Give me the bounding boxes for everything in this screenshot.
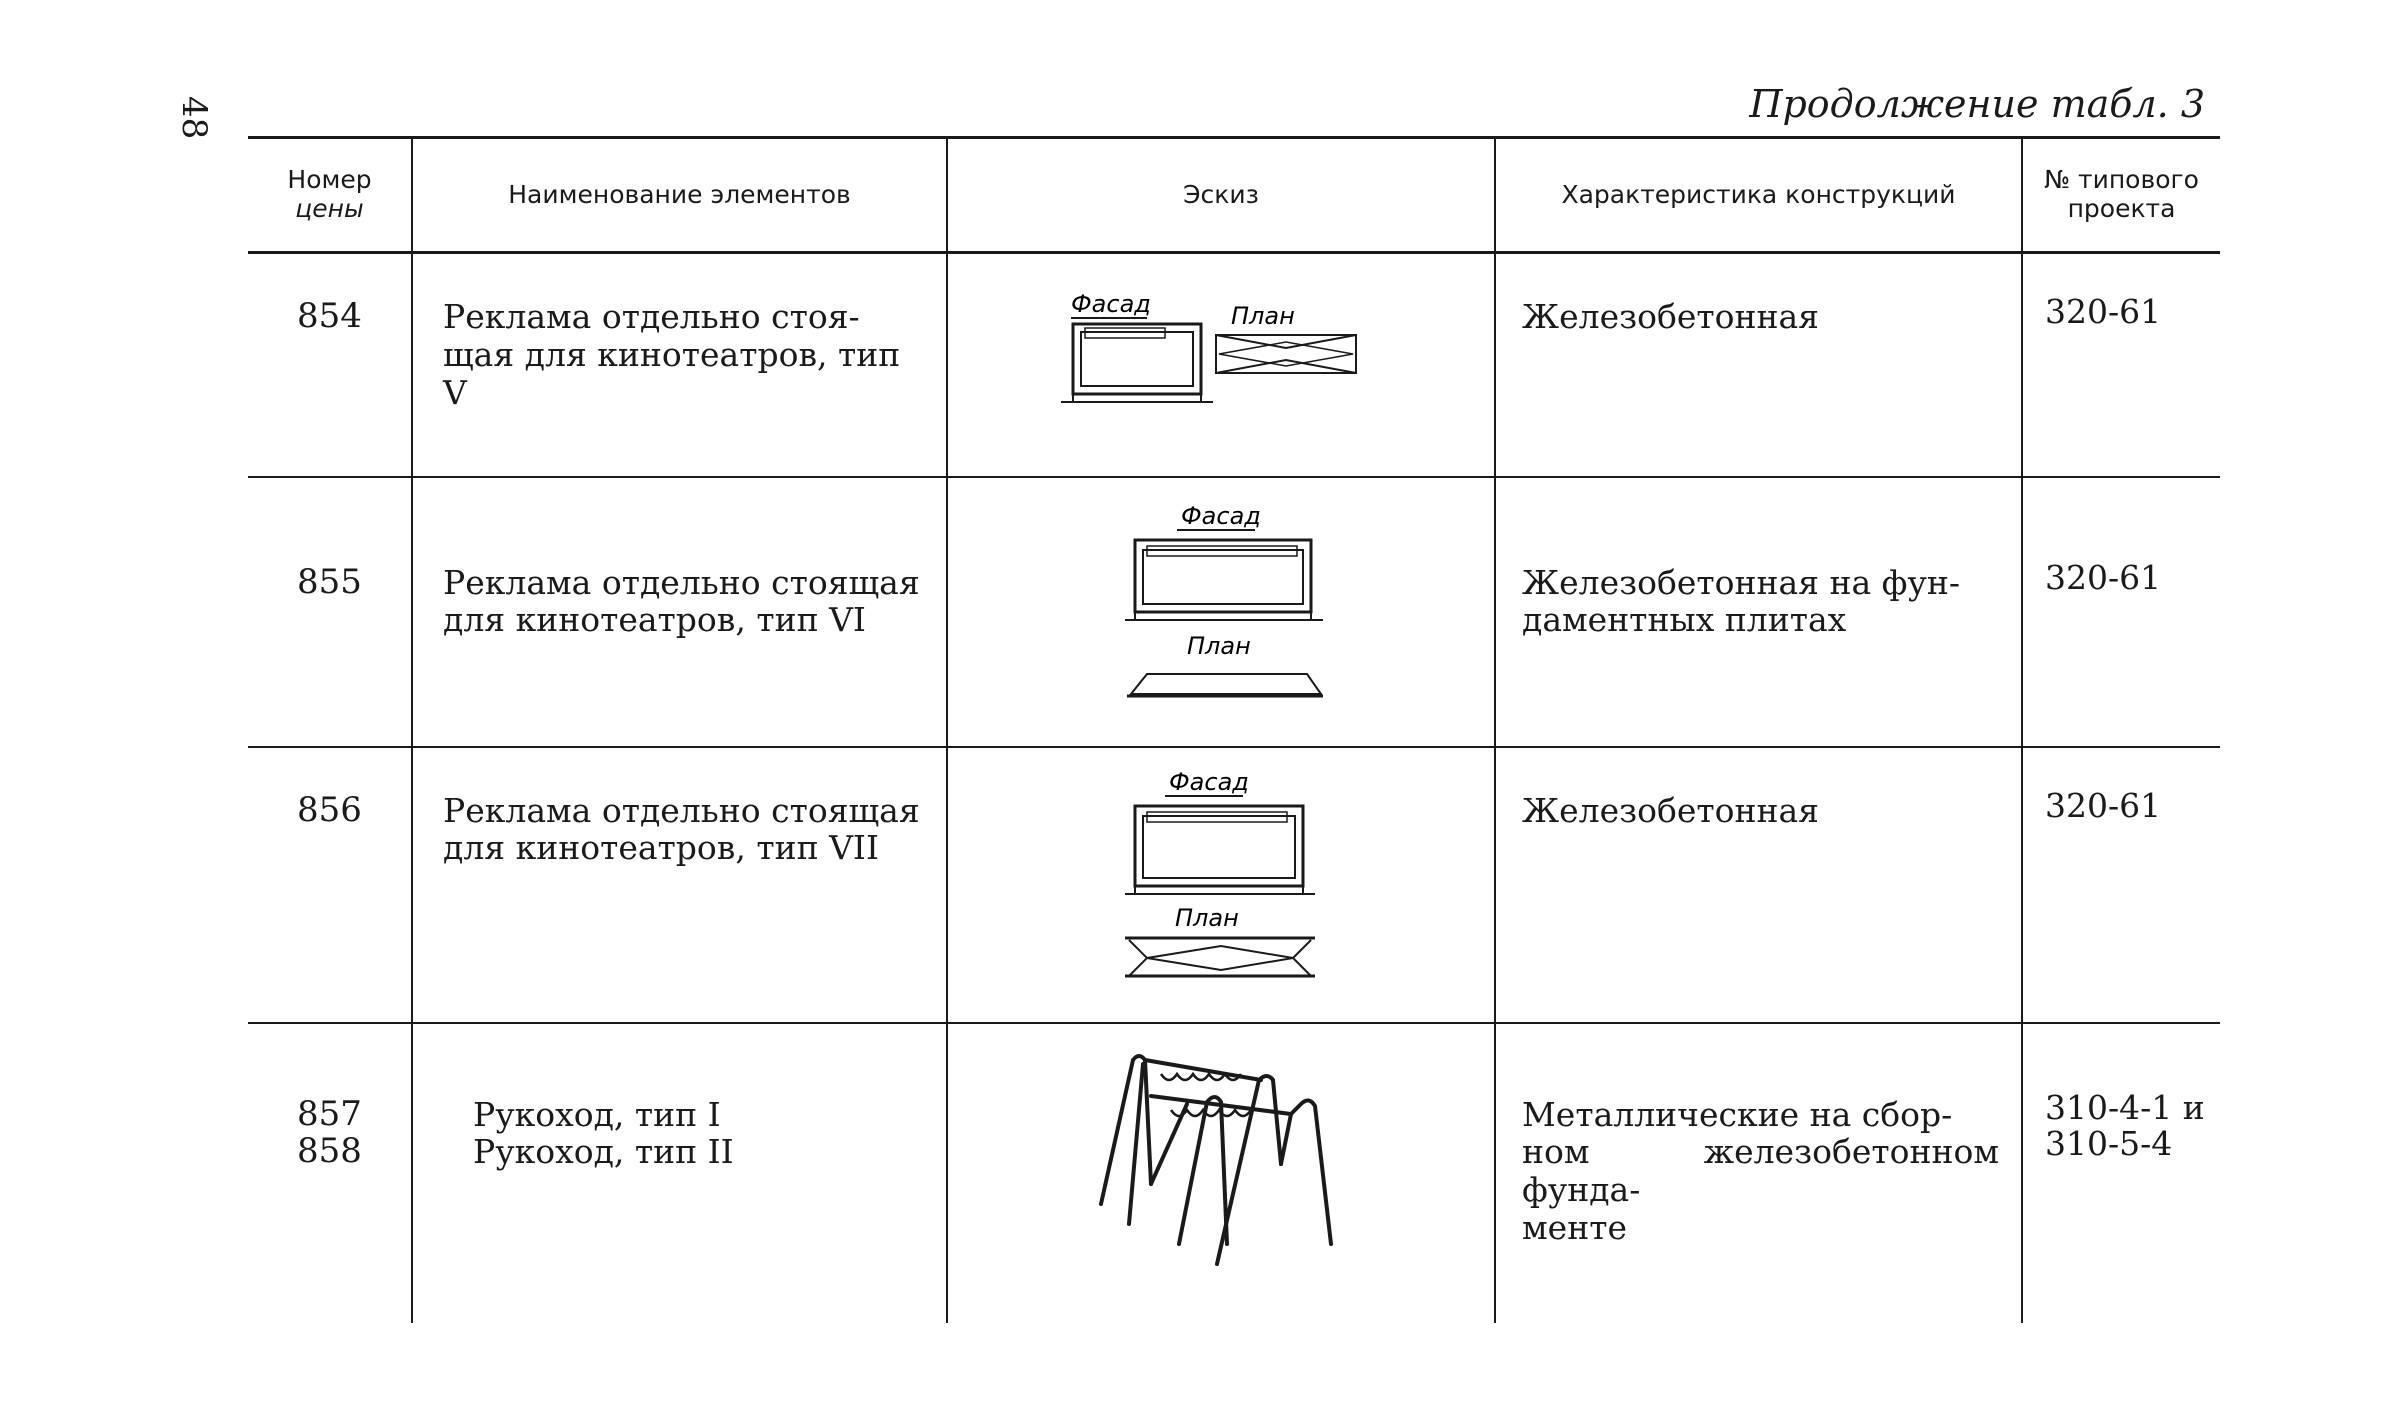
project-number: 320-61 bbox=[2045, 292, 2162, 331]
characteristics-line: ном железобетонном фунда- bbox=[1522, 1132, 1999, 1210]
element-name-cell: Реклама отдельно стоя- щая для кинотеатр… bbox=[411, 252, 948, 478]
header-element-name: Наименование элементов bbox=[411, 136, 948, 254]
header-proj-line1: № типового bbox=[2044, 165, 2199, 195]
table-continuation-caption: Продолжение табл. 3 bbox=[1749, 82, 2205, 126]
billboard-sketch-vi: Фасад План bbox=[1125, 502, 1323, 697]
table-header-row: Номер цены Наименование элементов Эскиз … bbox=[248, 136, 2220, 254]
element-name-cell: Реклама отдельно стоящая для кинотеатров… bbox=[411, 746, 948, 1024]
plan-label: План bbox=[1187, 632, 1251, 660]
price-number: 858 bbox=[297, 1130, 362, 1171]
price-number-cell: 855 bbox=[248, 476, 413, 748]
table-row: 856 Реклама отдельно стоящая для кинотеа… bbox=[248, 746, 2220, 1024]
project-number-cell: 320-61 bbox=[2021, 476, 2220, 748]
characteristics-cell: Металлические на сбор- ном железобетонно… bbox=[1494, 1022, 2023, 1323]
project-number: 320-61 bbox=[2045, 785, 2162, 825]
price-number: 856 bbox=[297, 789, 362, 830]
characteristics-line: менте bbox=[1522, 1208, 1627, 1248]
header-project-number: № типового проекта bbox=[2021, 136, 2220, 254]
characteristics-line: Железобетонная на фун- bbox=[1522, 562, 1961, 602]
price-number-cell: 857 858 bbox=[248, 1022, 413, 1323]
element-name-line: для кинотеатров, тип VII bbox=[443, 828, 879, 868]
header-num-line1: Номер bbox=[287, 165, 372, 195]
characteristics-line: даментных плитах bbox=[1522, 600, 1847, 640]
sketch-cell: Фасад План bbox=[946, 252, 1496, 478]
element-name-line: щая для кинотеатров, тип V bbox=[443, 334, 901, 412]
element-name-line: Реклама отдельно стоя- bbox=[443, 297, 860, 336]
element-name-line: для кинотеатров, тип VI bbox=[443, 600, 866, 640]
sketch-cell: Фасад План bbox=[946, 746, 1496, 1024]
project-number-cell: 320-61 bbox=[2021, 746, 2220, 1024]
characteristics-line: Железобетонная bbox=[1522, 790, 1819, 830]
price-number: 854 bbox=[297, 296, 362, 336]
facade-label: Фасад bbox=[1071, 290, 1151, 318]
header-num-line2: цены bbox=[295, 194, 364, 223]
table-row: 854 Реклама отдельно стоя- щая для кинот… bbox=[248, 252, 2220, 478]
page-number: 48 bbox=[174, 96, 214, 140]
price-number-cell: 854 bbox=[248, 252, 413, 478]
facade-label: Фасад bbox=[1169, 768, 1249, 796]
sketch-cell bbox=[946, 1022, 1496, 1323]
header-construction-characteristics: Характеристика конструкций bbox=[1494, 136, 2023, 254]
table-row: 855 Реклама отдельно стоящая для кинотеа… bbox=[248, 476, 2220, 748]
project-number-cell: 310-4-1 и 310-5-4 bbox=[2021, 1022, 2220, 1323]
characteristics-cell: Железобетонная bbox=[1494, 252, 2023, 478]
element-name-line: Рукоход, тип II bbox=[473, 1132, 734, 1172]
header-proj-line2: проекта bbox=[2067, 194, 2176, 223]
table-row: 857 858 Рукоход, тип I Рукоход, тип II bbox=[248, 1022, 2220, 1323]
element-name-line: Реклама отдельно стоящая bbox=[443, 562, 920, 602]
element-name-cell: Рукоход, тип I Рукоход, тип II bbox=[411, 1022, 948, 1323]
element-name-cell: Реклама отдельно стоящая для кинотеатров… bbox=[411, 476, 948, 748]
characteristics-cell: Железобетонная bbox=[1494, 746, 2023, 1024]
element-name-line: Реклама отдельно стоящая bbox=[443, 790, 920, 830]
plan-label: План bbox=[1175, 904, 1239, 932]
project-number-cell: 320-61 bbox=[2021, 252, 2220, 478]
facade-label: Фасад bbox=[1181, 502, 1261, 530]
billboard-sketch-vii: Фасад План bbox=[1125, 768, 1315, 977]
price-number-cell: 856 bbox=[248, 746, 413, 1024]
characteristics-line: Железобетонная bbox=[1522, 297, 1819, 336]
plan-label: План bbox=[1231, 302, 1295, 330]
characteristics-line: Металлические на сбор- bbox=[1522, 1094, 1953, 1134]
billboard-sketch-v: Фасад План bbox=[1061, 290, 1357, 403]
price-number: 855 bbox=[297, 561, 362, 602]
project-number: 310-5-4 bbox=[2045, 1123, 2173, 1163]
price-table: Номер цены Наименование элементов Эскиз … bbox=[248, 136, 2220, 1323]
element-name-line: Рукоход, тип I bbox=[473, 1094, 721, 1134]
header-sketch: Эскиз bbox=[946, 136, 1496, 254]
price-number: 857 bbox=[297, 1093, 362, 1134]
sketch-cell: Фасад План bbox=[946, 476, 1496, 748]
monkey-bars-sketch bbox=[1099, 1053, 1333, 1266]
header-price-number: Номер цены bbox=[248, 136, 413, 254]
project-number: 320-61 bbox=[2045, 557, 2162, 597]
characteristics-cell: Железобетонная на фун- даментных плитах bbox=[1494, 476, 2023, 748]
project-number: 310-4-1 и bbox=[2045, 1087, 2205, 1127]
